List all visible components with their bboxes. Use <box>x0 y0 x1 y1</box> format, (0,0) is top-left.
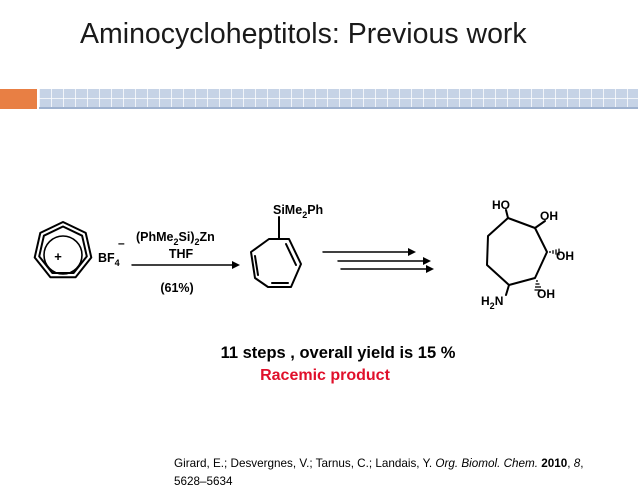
counterion-charge: – <box>118 236 125 250</box>
reaction-arrow-1 <box>131 261 240 269</box>
cation-charge: + <box>54 249 62 264</box>
title-accent-blue-bar <box>39 89 638 109</box>
counterion-label: BF4 <box>98 251 120 268</box>
reference-volume: 8 <box>573 457 581 470</box>
hydroxyl-label-mid: OH <box>556 249 574 263</box>
amine-label: H2N <box>481 294 503 311</box>
multistep-arrows <box>322 248 434 273</box>
silyl-group-label: SiMe2Ph <box>273 203 323 220</box>
reference-authors: Girard, E.; Desvergnes, V.; Tarnus, C.; … <box>174 457 436 470</box>
reference-pages: 5628–5634 <box>174 475 233 488</box>
reaction-scheme: + BF4 – (PhMe2Si)2Zn THF (61%) SiMe2Ph H… <box>33 198 574 311</box>
reference-year: 2010 <box>541 457 568 470</box>
hydroxyl-label-top: OH <box>540 209 558 223</box>
tropylium-ring <box>33 221 93 279</box>
title-accent-orange-bar <box>0 89 37 109</box>
hydroxyl-label-ho: HO <box>492 198 510 212</box>
steps-yield-text: 11 steps , overall yield is 15 % <box>220 344 456 362</box>
literature-reference: Girard, E.; Desvergnes, V.; Tarnus, C.; … <box>174 457 584 488</box>
racemic-note: Racemic product <box>0 367 638 385</box>
reference-journal: Org. Biomol. Chem. <box>435 457 538 470</box>
hashed-bond-bottom <box>534 280 543 291</box>
racemic-product-text: Racemic product <box>260 367 390 384</box>
hydroxyl-label-bottom: OH <box>537 287 555 301</box>
title-accent-blue-bar-edge <box>39 107 638 109</box>
synthesis-summary: 11 steps , overall yield is 15 % <box>0 344 638 363</box>
solvent-label: THF <box>169 247 194 261</box>
aminocycloheptitol-ring <box>486 209 548 296</box>
yield-label: (61%) <box>160 281 193 295</box>
aromatic-circle <box>43 235 83 275</box>
reagent-label: (PhMe2Si)2Zn <box>136 230 215 247</box>
cycloheptatriene-ring <box>250 216 302 288</box>
hashed-bond-mid <box>549 248 560 256</box>
slide-title: Aminocycloheptitols: Previous work <box>80 18 527 50</box>
